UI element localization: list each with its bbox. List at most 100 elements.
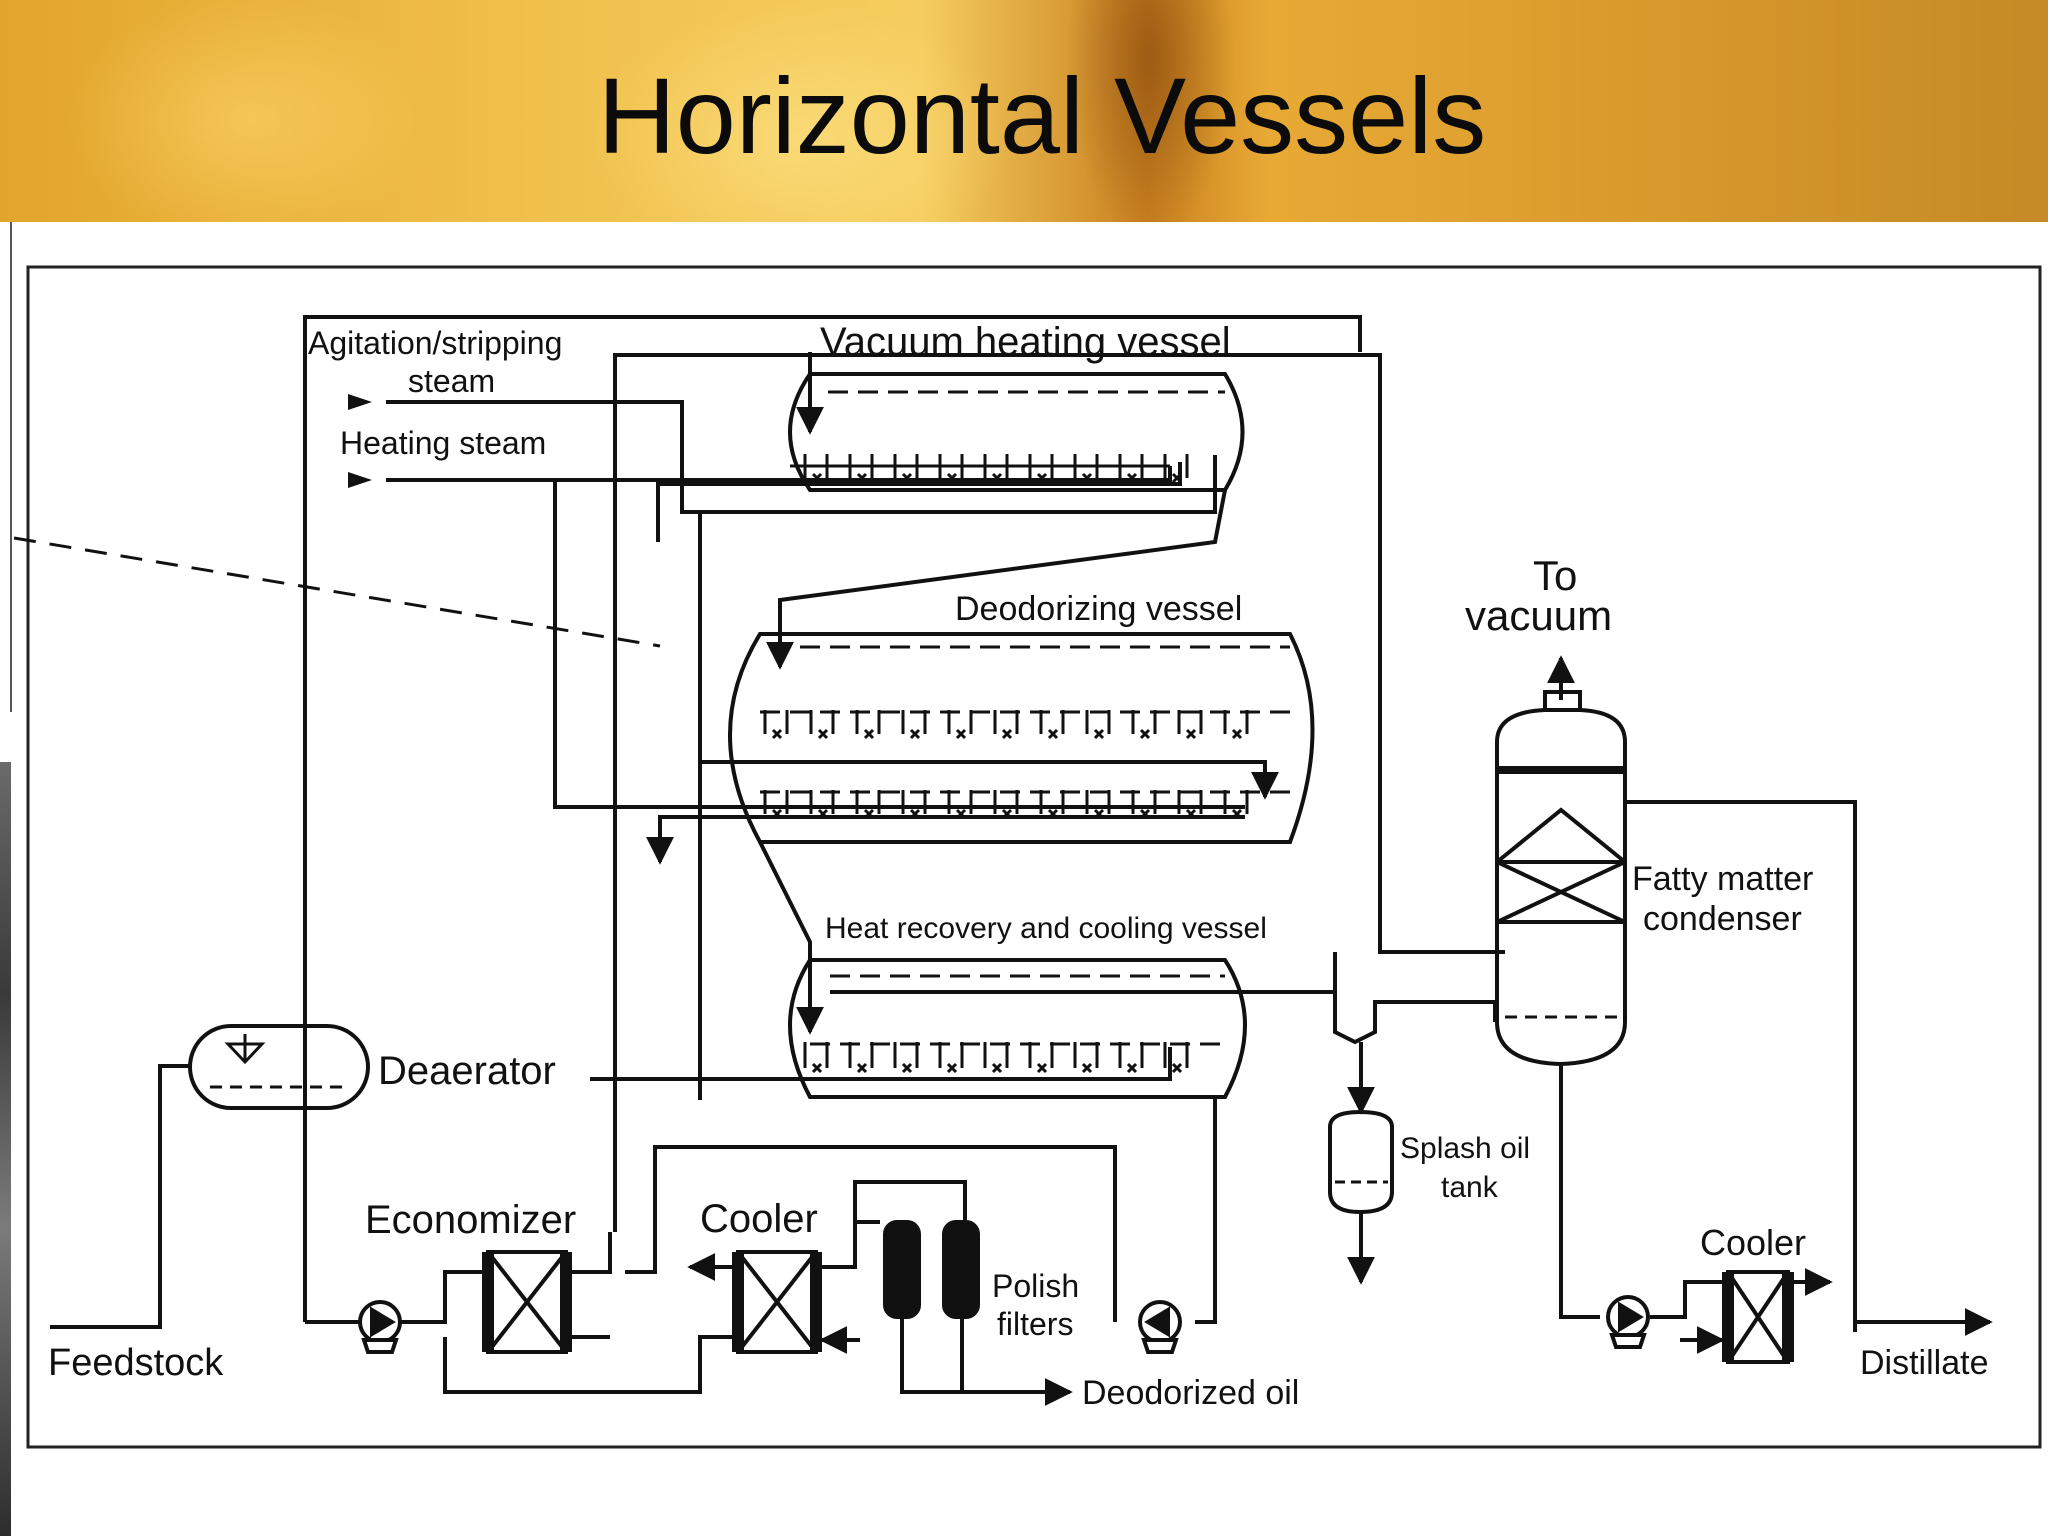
cooler-left-x-2	[736, 1250, 818, 1354]
transfer-line-1	[766, 489, 1227, 670]
tray-cap-2	[855, 790, 881, 820]
label-agitation-steam: Agitation/stripping	[308, 325, 562, 361]
tray-cap-2	[809, 790, 835, 820]
label-deodorizing-vessel: Deodorizing vessel	[955, 590, 1242, 628]
tray-cap-2	[763, 790, 789, 820]
label-cooler-right: Cooler	[1700, 1222, 1806, 1263]
tray-cap-2	[947, 790, 973, 820]
pump-oil	[1138, 1300, 1182, 1354]
label-condenser: condenser	[1643, 900, 1802, 938]
polish-filter-2	[942, 1220, 980, 1319]
tray-cap-1	[855, 710, 881, 740]
diagram-frame	[26, 265, 2042, 1449]
pump-feed	[358, 1300, 402, 1354]
label-distillate: Distillate	[1860, 1344, 1988, 1382]
fatty-matter-condenser	[1495, 708, 1627, 1067]
label-vacuum-heating-vessel: Vacuum heating vessel	[820, 320, 1231, 364]
tray-cap-3	[1118, 1042, 1144, 1074]
distillate-pump-out	[1650, 1280, 1728, 1319]
tray-cap-0	[803, 454, 829, 484]
tray-cap-3	[848, 1042, 874, 1074]
steam-inlet-arrows	[348, 394, 372, 488]
heating-steam-line	[386, 466, 1172, 482]
vacuum-return-line	[656, 462, 1182, 542]
tray-cap-1	[993, 710, 1019, 740]
tray-cap-1	[763, 710, 789, 740]
tray-cap-3	[938, 1042, 964, 1074]
condensate-line	[1333, 992, 1497, 1045]
tray-cap-1	[809, 710, 835, 740]
tray-cap-2	[1039, 790, 1065, 820]
label-polish: Polish	[992, 1268, 1079, 1304]
heat-recovery-coil-line	[590, 1047, 1172, 1081]
label-agitation-steam-2: steam	[408, 363, 495, 399]
oil-pump-drop	[1195, 1097, 1217, 1324]
steam-frame-line	[303, 315, 1362, 1322]
economizer-x-2	[486, 1250, 568, 1354]
tray-cap-1	[1085, 710, 1111, 740]
label-deodorized-oil: Deodorized oil	[1082, 1374, 1299, 1412]
tray-cap-3	[1028, 1042, 1054, 1074]
tray-patterns	[763, 454, 1249, 1074]
tray-cap-1	[947, 710, 973, 740]
cooler-right-x-2	[1726, 1270, 1790, 1364]
deodorizing-tray-line	[700, 760, 1279, 800]
label-splash-tank: tank	[1441, 1171, 1499, 1204]
filter-header	[853, 1180, 967, 1222]
label-filters: filters	[997, 1306, 1073, 1342]
tray-cap-2	[1131, 790, 1157, 820]
tray-cap-3	[983, 1042, 1009, 1074]
oil-return-line	[625, 1145, 1117, 1322]
label-to-vacuum-1: To	[1533, 552, 1577, 599]
tray-cap-2	[993, 790, 1019, 820]
tray-cap-0	[938, 454, 964, 484]
deodorizing-vessel	[728, 632, 1315, 844]
feedstock-line	[50, 1064, 190, 1329]
tray-cap-2	[1223, 790, 1249, 820]
tray-cap-3	[1073, 1042, 1099, 1074]
inner-frame-line	[613, 353, 1505, 1232]
dashed-guide-line	[13, 536, 661, 648]
condenser-packing-1	[1495, 807, 1627, 864]
pump-to-economizer	[400, 1270, 488, 1324]
tray-cap-0	[848, 454, 874, 484]
tray-cap-3	[893, 1042, 919, 1074]
tray-cap-1	[1039, 710, 1065, 740]
tray-cap-2	[901, 790, 927, 820]
heating-steam-return	[553, 480, 1245, 809]
label-to-vacuum-2: vacuum	[1465, 592, 1612, 639]
deaerator-spray-icon	[224, 1034, 266, 1065]
tray-cap-0	[1163, 454, 1189, 484]
left-edge-upper	[0, 222, 12, 712]
process-flow-diagram: Agitation/stripping steam Heating steam …	[13, 265, 2042, 1449]
left-edge-strip	[0, 222, 12, 1536]
deaerator-vessel	[188, 1024, 370, 1110]
transfer-line-2	[758, 841, 824, 1035]
agitation-steam-line	[386, 400, 700, 514]
label-cooler-left: Cooler	[700, 1197, 818, 1241]
condenser-outlet-line	[1559, 1064, 1600, 1319]
tray-cap-1	[901, 710, 927, 740]
tray-cap-2	[1177, 790, 1203, 820]
title-banner	[0, 0, 2048, 222]
label-fatty-matter: Fatty matter	[1632, 860, 1813, 898]
polish-filter-1	[883, 1220, 921, 1319]
label-feedstock: Feedstock	[48, 1342, 224, 1384]
distillate-recirc-line	[1625, 800, 1857, 1332]
pump-distillate	[1606, 1295, 1650, 1349]
tray-cap-0	[1028, 454, 1054, 484]
tray-cap-1	[1131, 710, 1157, 740]
label-heating-steam: Heating steam	[340, 425, 546, 461]
economizer-return-loop	[443, 1335, 735, 1394]
left-edge-lower	[0, 762, 11, 1536]
tray-cap-1	[1177, 710, 1203, 740]
slide-title: Horizontal Vessels	[597, 55, 1487, 176]
label-economizer: Economizer	[365, 1198, 576, 1242]
label-heat-recovery-vessel: Heat recovery and cooling vessel	[825, 912, 1267, 945]
tray-cap-0	[983, 454, 1009, 484]
label-splash-oil: Splash oil	[1400, 1132, 1530, 1165]
economizer-out-top	[566, 1232, 612, 1274]
heat-recovery-vessel	[788, 958, 1247, 1099]
tray-cap-2	[1085, 790, 1111, 820]
tray-cap-3	[1163, 1042, 1189, 1074]
